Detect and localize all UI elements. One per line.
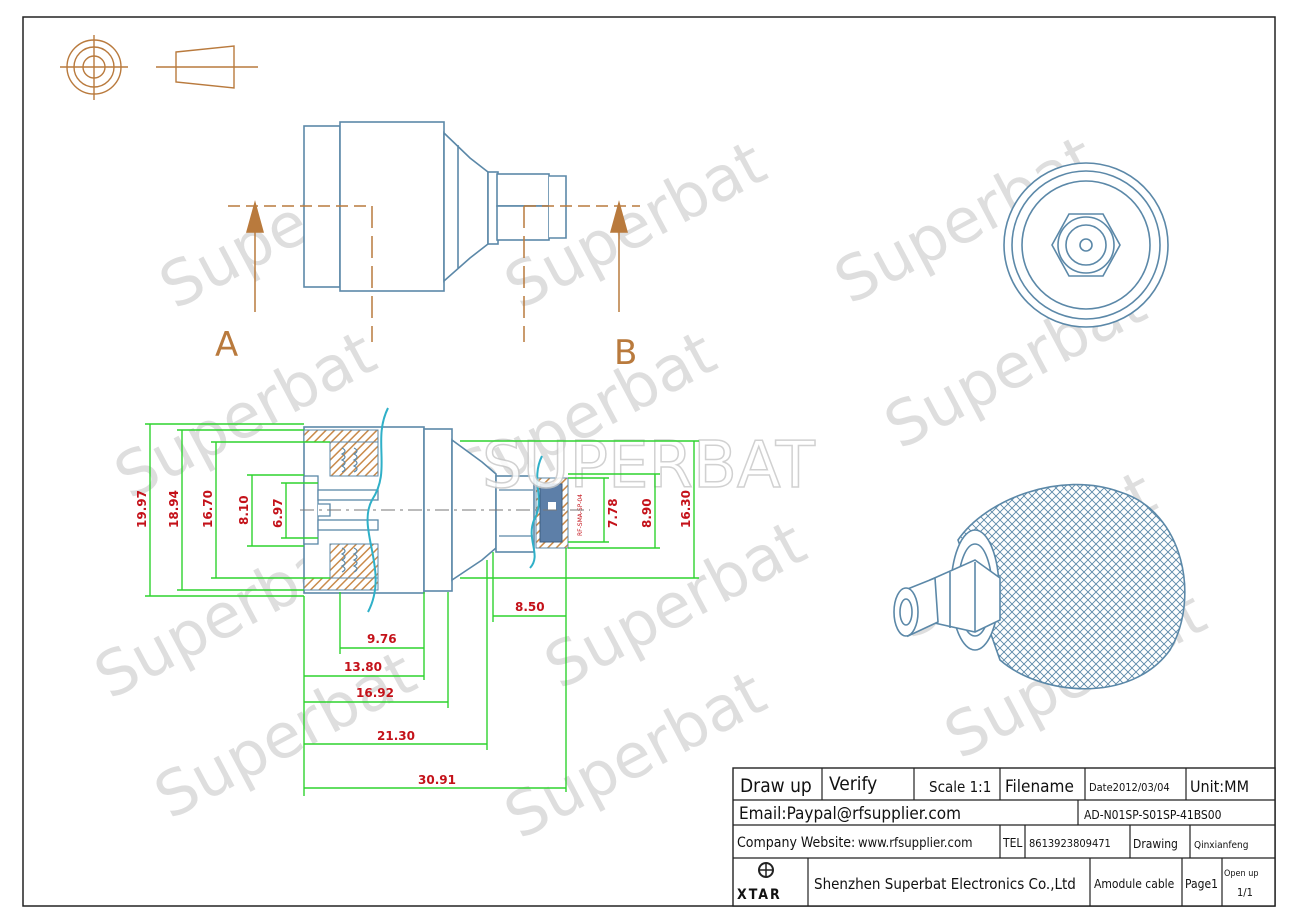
dimension-lines <box>145 423 699 796</box>
tb-part-number: AD-N01SP-S01SP-41BS00 <box>1084 808 1222 822</box>
section-label-b: B <box>614 333 637 373</box>
tb-company: Shenzhen Superbat Electronics Co.,Ltd <box>814 875 1076 893</box>
dim-19-97: 19.97 <box>135 490 149 528</box>
tb-filename: Filename <box>1005 777 1074 797</box>
tb-drawer: Qinxianfeng <box>1194 840 1248 851</box>
cable-cut-left <box>366 407 389 613</box>
cross-section-view: RF-SMA-SP-04 <box>300 407 590 613</box>
dim-7-78: 7.78 <box>606 498 620 528</box>
dim-18-94: 18.94 <box>167 490 181 528</box>
dim-8-10: 8.10 <box>237 495 251 525</box>
logo-text: XTAR <box>737 887 782 903</box>
dim-6-97: 6.97 <box>271 498 285 528</box>
tb-website-label: Company Website: <box>737 835 855 851</box>
brand-overlay: SUPERBAT <box>482 429 816 503</box>
title-block: Draw up Verify Scale 1:1 Filename Date20… <box>732 767 1276 907</box>
section-label-a: A <box>215 325 238 365</box>
tb-date: Date2012/03/04 <box>1089 781 1170 794</box>
tb-tel-label: TEL <box>1002 836 1022 850</box>
tb-draw-up: Draw up <box>740 775 812 797</box>
watermark: Superbat <box>533 506 817 703</box>
tb-website: www.rfsupplier.com <box>858 836 973 851</box>
hatch-lower <box>303 577 379 591</box>
tb-assembly: Amodule cable <box>1094 877 1175 891</box>
section-line-b <box>523 200 640 342</box>
dim-16-70: 16.70 <box>201 490 215 528</box>
xtar-logo: XTAR <box>737 862 782 903</box>
dim-30-91: 30.91 <box>418 773 456 787</box>
dim-8-50: 8.50 <box>515 600 545 614</box>
tb-open-up: Open up <box>1224 869 1258 879</box>
section-line-a <box>228 200 373 342</box>
drawing-frame <box>22 16 1276 907</box>
cable-cut-right <box>529 455 543 569</box>
tb-drawing-label: Drawing <box>1133 837 1178 851</box>
dim-9-76: 9.76 <box>367 632 397 646</box>
dimension-texts: 19.97 18.94 16.70 8.10 6.97 7.78 8.90 16… <box>135 490 693 787</box>
tb-scale: Scale 1:1 <box>929 778 991 796</box>
hatch-upper <box>303 429 379 443</box>
dim-16-92: 16.92 <box>356 686 394 700</box>
inner-part-mark: RF-SMA-SP-04 <box>577 494 584 536</box>
isometric-view <box>893 483 1186 690</box>
tb-open-up-value: 1/1 <box>1237 886 1253 899</box>
projection-symbol <box>60 35 258 100</box>
tb-page: Page1 <box>1185 877 1218 891</box>
front-end-view <box>1003 162 1169 328</box>
dim-8-90: 8.90 <box>640 498 654 528</box>
tb-unit: Unit:MM <box>1190 777 1249 796</box>
dim-16-30: 16.30 <box>679 490 693 528</box>
inner-dielectric <box>539 483 563 543</box>
dim-21-30: 21.30 <box>377 729 415 743</box>
tb-verify: Verify <box>829 773 877 795</box>
tb-tel: 8613923809471 <box>1029 837 1111 850</box>
tb-email: Email:Paypal@rfsupplier.com <box>739 804 961 824</box>
dim-13-80: 13.80 <box>344 660 382 674</box>
